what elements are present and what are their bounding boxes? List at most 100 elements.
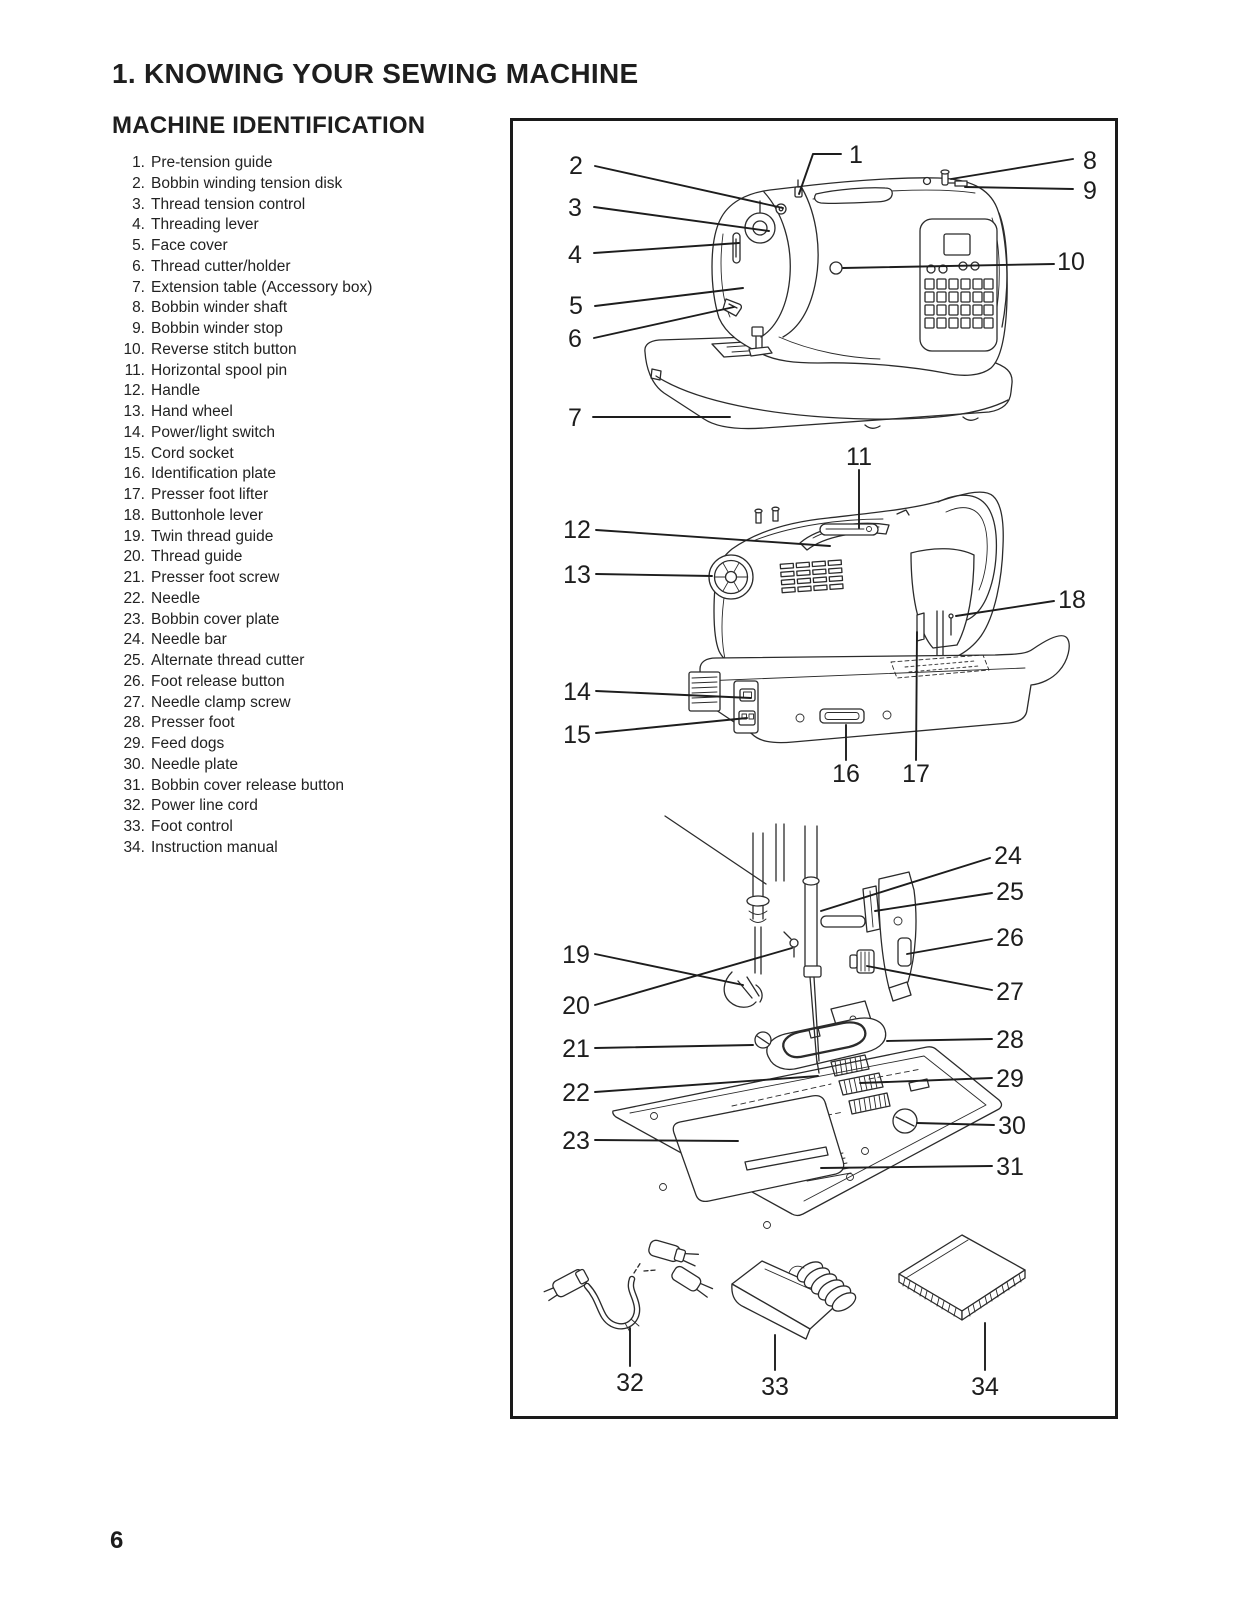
- parts-list-item: 26.Foot release button: [112, 672, 512, 693]
- part-label: Bobbin cover release button: [151, 776, 345, 794]
- callout-number-14: 14: [563, 678, 591, 706]
- front-view-illustration: [644, 169, 1013, 430]
- part-number: 24.: [123, 631, 145, 649]
- parts-list-item: 3.Thread tension control: [112, 195, 512, 216]
- part-label: Instruction manual: [151, 838, 278, 856]
- part-number: 9.: [132, 320, 145, 337]
- parts-list-item: 9.Bobbin winder stop: [112, 319, 512, 340]
- parts-list-item: 12.Handle: [112, 381, 512, 402]
- part-label: Pre-tension guide: [151, 154, 273, 171]
- part-label: Twin thread guide: [151, 527, 274, 545]
- callout-number-6: 6: [568, 325, 582, 353]
- parts-list-item: 4.Threading lever: [112, 215, 512, 236]
- needle-area-illustration: [612, 815, 1003, 1229]
- parts-list-item: 2. Bobbin winding tension disk: [112, 174, 512, 195]
- part-label: Bobbin cover plate: [151, 610, 280, 628]
- parts-list-item: 34. Instruction manual: [112, 838, 512, 859]
- parts-list-item: 18.Buttonhole lever: [112, 506, 512, 527]
- parts-list-item: 11. Horizontal spool pin: [112, 361, 512, 382]
- part-label: Presser foot: [151, 714, 235, 732]
- callout-leader-14: [595, 690, 752, 699]
- callout-number-27: 27: [996, 978, 1024, 1006]
- part-label: Handle: [151, 382, 201, 400]
- part-label: Needle clamp screw: [151, 693, 291, 711]
- callout-leader-31: [820, 1165, 993, 1169]
- parts-list-item: 15.Cord socket: [112, 444, 512, 465]
- page-number: 6: [110, 1527, 124, 1554]
- part-number: 14.: [123, 423, 145, 441]
- callout-leader-3: [593, 206, 770, 232]
- callout-number-20: 20: [562, 992, 590, 1020]
- parts-list-item: 14.Power/light switch: [112, 423, 512, 444]
- section-title: MACHINE IDENTIFICATION: [112, 112, 426, 139]
- part-number: 11.: [124, 361, 145, 379]
- machine-diagram: 1234567891011121314151617181920212223242…: [543, 141, 1097, 1401]
- callout-number-15: 15: [563, 721, 591, 749]
- part-label: Threading lever: [151, 216, 259, 234]
- part-label: Reverse stitch button: [151, 340, 297, 358]
- callout-number-12: 12: [563, 516, 591, 544]
- callout-number-33: 33: [761, 1373, 789, 1401]
- callout-leader-20: [594, 947, 793, 1006]
- callout-number-5: 5: [569, 292, 583, 320]
- part-number: 31.: [123, 776, 145, 794]
- callout-leader-27: [866, 965, 993, 991]
- part-label: Alternate thread cutter: [151, 652, 305, 669]
- callout-number-16: 16: [832, 760, 860, 788]
- callout-number-7: 7: [568, 404, 582, 432]
- part-number: 32.: [123, 797, 145, 815]
- part-label: Horizontal spool pin: [151, 361, 288, 379]
- callout-leader-25: [874, 892, 993, 912]
- callout-leader-24: [820, 857, 991, 912]
- callout-number-17: 17: [902, 760, 930, 788]
- parts-list-item: 32.Power line cord: [112, 796, 512, 817]
- parts-list-item: 21.Presser foot screw: [112, 568, 512, 589]
- part-number: 27.: [123, 693, 145, 711]
- callout-number-19: 19: [562, 941, 590, 969]
- part-label: Feed dogs: [151, 735, 225, 752]
- callout-leader-30: [916, 1122, 995, 1126]
- part-label: Foot release button: [151, 672, 285, 690]
- callout-number-3: 3: [568, 194, 582, 222]
- part-number: 6.: [132, 257, 145, 275]
- callout-leader-17: [915, 631, 918, 761]
- callout-number-29: 29: [996, 1065, 1024, 1093]
- parts-list-item: 22.Needle: [112, 589, 512, 610]
- part-number: 8.: [132, 299, 145, 317]
- callout-leader-13: [595, 573, 713, 577]
- callout-leader-29: [859, 1077, 993, 1084]
- part-label: Identification plate: [151, 465, 276, 483]
- part-number: 19.: [123, 527, 145, 545]
- page-title: 1. KNOWING YOUR SEWING MACHINE: [112, 58, 639, 89]
- parts-list-item: 30. Needle plate: [112, 755, 512, 776]
- parts-list-item: 17.Presser foot lifter: [112, 485, 512, 506]
- callout-leader-15: [595, 717, 748, 734]
- callout-number-18: 18: [1058, 586, 1086, 614]
- part-number: 29.: [123, 735, 145, 752]
- callout-number-30: 30: [998, 1112, 1026, 1140]
- parts-list-item: 7.Extension table (Accessory box): [112, 278, 512, 299]
- parts-list-item: 31. Bobbin cover release button: [112, 776, 512, 797]
- part-label: Thread cutter/holder: [151, 257, 291, 275]
- part-number: 13.: [123, 403, 145, 420]
- part-number: 28.: [123, 714, 145, 732]
- callout-number-31: 31: [996, 1153, 1024, 1181]
- part-label: Foot control: [151, 818, 233, 835]
- part-number: 34.: [123, 838, 145, 856]
- part-label: Needle plate: [151, 755, 239, 773]
- part-number: 10.: [123, 340, 145, 358]
- part-number: 30.: [123, 755, 145, 773]
- parts-list-item: 27. Needle clamp screw: [112, 693, 512, 714]
- part-label: Bobbin winding tension disk: [151, 174, 343, 192]
- parts-list-item: 19. Twin thread guide: [112, 527, 512, 548]
- instruction-manual: [898, 1234, 1026, 1321]
- part-number: 18.: [123, 506, 145, 524]
- part-number: 2.: [132, 174, 145, 192]
- callout-leader-26: [906, 938, 993, 955]
- part-number: 17.: [123, 486, 145, 503]
- part-number: 20.: [123, 548, 145, 566]
- callout-number-21: 21: [562, 1035, 590, 1063]
